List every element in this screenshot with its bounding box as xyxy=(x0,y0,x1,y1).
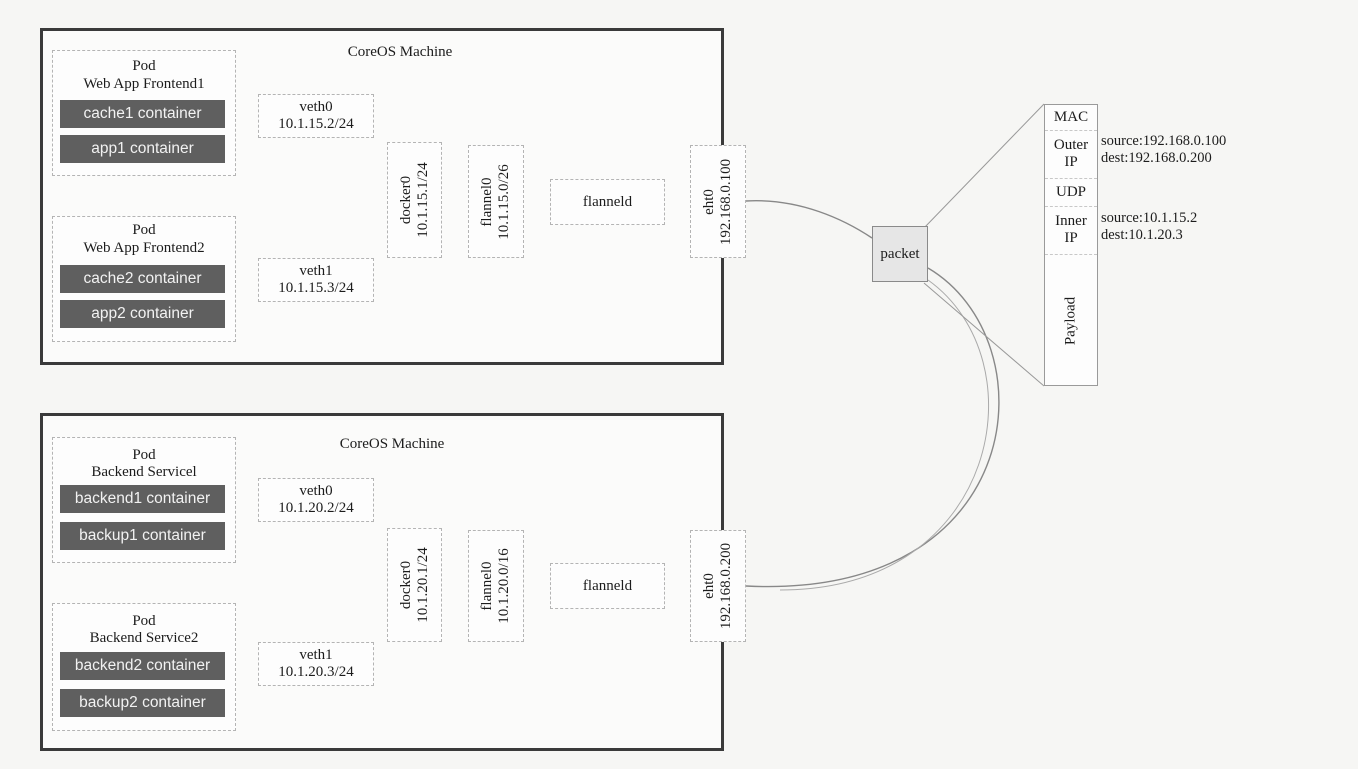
container-cache2[interactable]: cache2 container xyxy=(60,265,225,293)
docker-ip: 10.1.20.1/24 xyxy=(414,547,431,623)
flanneld-daemon[interactable]: flanneld xyxy=(550,179,665,225)
veth1-box[interactable]: veth1 10.1.20.3/24 xyxy=(258,642,374,686)
pod-label: Pod xyxy=(132,447,156,463)
flannel-ip: 10.1.20.0/16 xyxy=(496,548,512,624)
eth-name: eht0 xyxy=(701,188,717,215)
veth-name: veth0 xyxy=(299,483,333,499)
docker-name: docker0 xyxy=(397,175,414,225)
outer-source: source:192.168.0.100 xyxy=(1101,133,1227,149)
container-cache1[interactable]: cache1 container xyxy=(60,100,225,128)
flannel-ip: 10.1.15.0/26 xyxy=(496,163,512,240)
veth1-box[interactable]: veth1 10.1.15.3/24 xyxy=(258,258,374,302)
outer-dest: dest:192.168.0.200 xyxy=(1101,150,1212,166)
veth-ip: 10.1.15.2/24 xyxy=(278,116,354,132)
pod-name: Web App Frontend2 xyxy=(83,240,205,256)
flanneld-label: flanneld xyxy=(582,193,633,210)
packet-node[interactable]: packet xyxy=(872,226,928,282)
container-backup2[interactable]: backup2 container xyxy=(60,689,225,717)
veth-ip: 10.1.20.3/24 xyxy=(278,664,354,680)
eth-name: eht0 xyxy=(701,573,717,599)
veth-ip: 10.1.15.3/24 xyxy=(278,280,354,296)
machine-title: CoreOS Machine xyxy=(339,436,445,452)
pod-label: Pod xyxy=(132,58,156,74)
inner-source: source:10.1.15.2 xyxy=(1101,210,1198,226)
packet-label: packet xyxy=(880,245,920,262)
layer-payload: Payload xyxy=(1062,296,1079,345)
docker-name: docker0 xyxy=(397,560,414,610)
flanneld-daemon[interactable]: flanneld xyxy=(550,563,665,609)
veth-ip: 10.1.20.2/24 xyxy=(278,500,354,516)
flannel-name: flannel0 xyxy=(479,561,495,611)
eth-ip: 192.168.0.100 xyxy=(718,158,734,245)
veth-name: veth1 xyxy=(299,263,333,279)
flannel-name: flannel0 xyxy=(479,176,495,227)
layer-udp: UDP xyxy=(1045,178,1097,207)
veth-name: veth1 xyxy=(299,647,333,663)
container-backend2[interactable]: backend2 container xyxy=(60,652,225,680)
veth-name: veth0 xyxy=(299,99,333,115)
container-app1[interactable]: app1 container xyxy=(60,135,225,163)
flanneld-label: flanneld xyxy=(582,577,633,594)
machine-title: CoreOS Machine xyxy=(347,44,453,60)
container-app2[interactable]: app2 container xyxy=(60,300,225,328)
pod-name: Backend Service2 xyxy=(89,630,199,646)
pod-label: Pod xyxy=(132,613,156,629)
pod-name: Web App Frontend1 xyxy=(83,76,205,92)
pod-name: Backend Servicel xyxy=(91,464,197,480)
veth0-box[interactable]: veth0 10.1.15.2/24 xyxy=(258,94,374,138)
inner-ip-info: source:10.1.15.2 dest:10.1.20.3 xyxy=(1101,210,1197,244)
inner-dest: dest:10.1.20.3 xyxy=(1101,227,1183,243)
container-backend1[interactable]: backend1 container xyxy=(60,485,225,513)
layer-mac: MAC xyxy=(1045,105,1097,131)
veth0-box[interactable]: veth0 10.1.20.2/24 xyxy=(258,478,374,522)
pod-label: Pod xyxy=(132,222,156,238)
container-backup1[interactable]: backup1 container xyxy=(60,522,225,550)
eth-ip: 192.168.0.200 xyxy=(718,542,734,630)
docker-ip: 10.1.15.1/24 xyxy=(414,162,431,238)
outer-ip-info: source:192.168.0.100 dest:192.168.0.200 xyxy=(1101,133,1226,167)
